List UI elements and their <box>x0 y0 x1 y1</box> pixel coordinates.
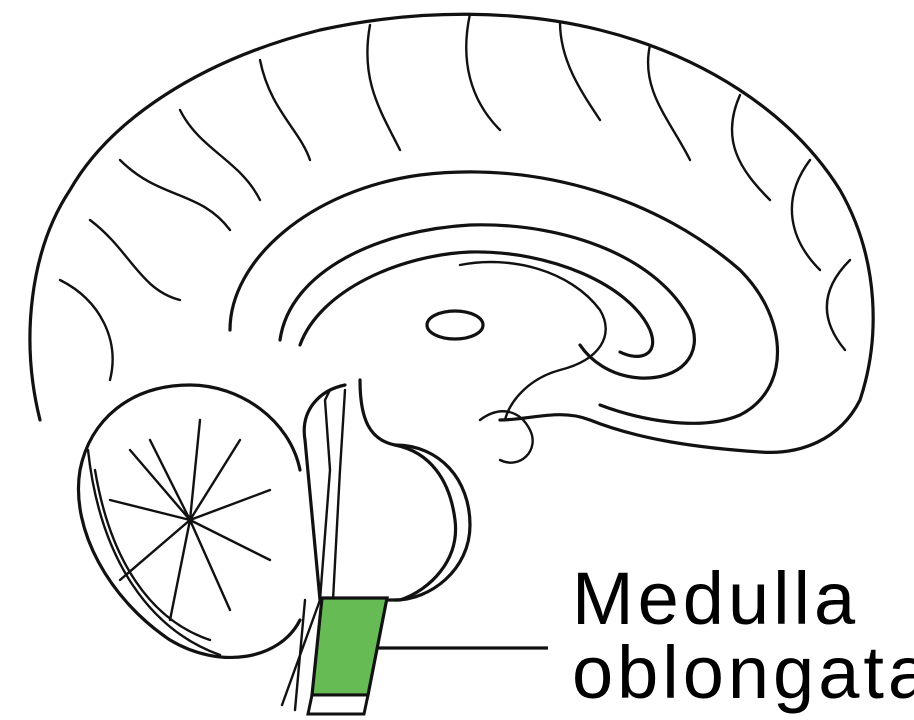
fornix <box>460 262 606 420</box>
pons <box>395 445 470 600</box>
cingulate-gyrus-outline <box>230 172 778 423</box>
aqueduct <box>320 390 345 600</box>
spinal-cord-tip <box>308 695 368 714</box>
corpus-callosum <box>280 225 694 378</box>
medulla-oblongata <box>312 598 387 695</box>
cerebellum-folia <box>88 420 270 655</box>
label-oblongata: oblongata <box>572 636 914 710</box>
label-medulla: Medulla <box>572 562 859 636</box>
interthalamic-adhesion <box>427 311 483 339</box>
cerebrum-outline <box>30 14 873 452</box>
cerebrum-gyri <box>60 14 850 380</box>
